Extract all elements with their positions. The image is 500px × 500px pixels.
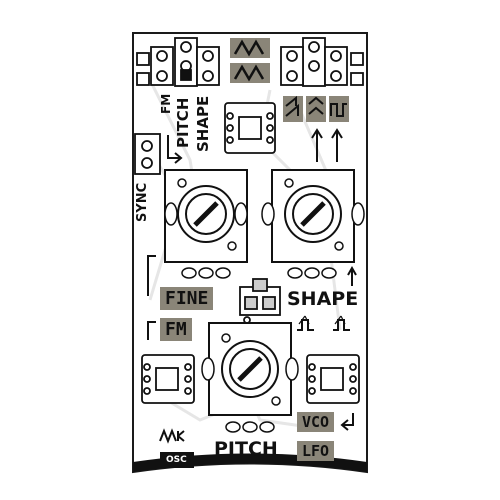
pot-pads-right (287, 267, 337, 279)
pulse-wave-icon (334, 315, 346, 325)
center-component (239, 278, 281, 324)
pitch-top-label: PITCH (174, 97, 192, 148)
shape-top-label: SHAPE (194, 95, 212, 152)
sync-label: SYNC (135, 182, 150, 222)
lfo-tag: LFO (297, 441, 335, 461)
shape-label: SHAPE (287, 288, 359, 310)
arrow-up-icon (331, 128, 343, 162)
fm-tag: FM (160, 318, 192, 341)
triangle-wave-icon (233, 39, 265, 57)
pot-fine[interactable] (164, 169, 248, 263)
osc-badge: OSC (166, 455, 187, 465)
pot-pads-bottom (225, 421, 275, 433)
bracket-icon (147, 321, 156, 340)
ic-socket-right (306, 354, 360, 404)
waveform-tag-top (230, 38, 270, 58)
triangle-wave-icon (233, 64, 265, 82)
arrow-up-icon (311, 128, 323, 162)
pitch-label: PITCH (214, 438, 278, 460)
bracket-icon (147, 255, 156, 296)
fine-tag: FINE (160, 287, 214, 310)
pulse-wave-icon (298, 315, 310, 325)
osc-badge-bg (160, 452, 194, 468)
vco-tag: VCO (297, 412, 335, 432)
ic-socket-top (224, 102, 276, 154)
header-top-right (280, 37, 364, 87)
return-arrow-icon (340, 413, 354, 431)
header-top-left (136, 37, 220, 87)
saw-wave-icon (285, 95, 299, 117)
pot-pads-left (181, 267, 231, 279)
sync-jack (134, 133, 161, 175)
arrow-icon (167, 135, 183, 164)
pot-shape[interactable] (261, 169, 365, 263)
brand-logo-icon (159, 428, 185, 444)
pulse-wave-icon (297, 319, 314, 331)
waveform-tag-bottom (230, 63, 270, 83)
triangle-wave-icon (308, 96, 324, 115)
fm-top-label: FM (159, 93, 173, 114)
arrow-up-icon (347, 265, 357, 286)
pot-pitch[interactable] (201, 322, 299, 416)
ic-socket-left (141, 354, 195, 404)
square-wave-icon (330, 103, 347, 117)
pulse-wave-icon (333, 319, 350, 331)
